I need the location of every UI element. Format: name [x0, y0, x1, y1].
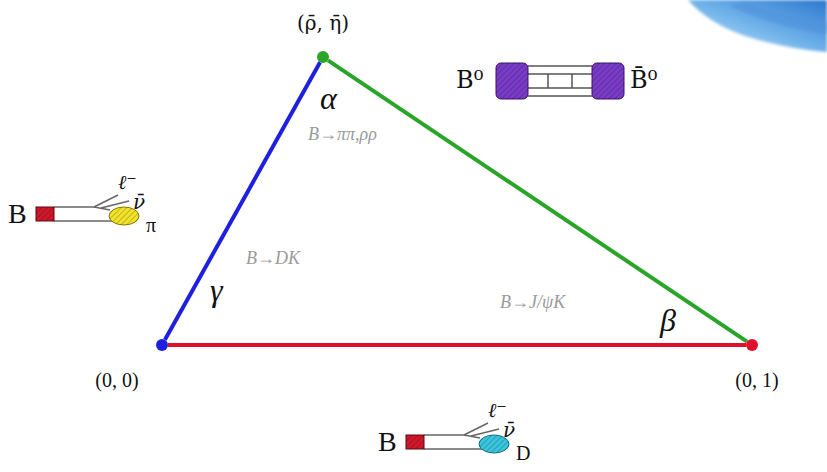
hatch	[496, 63, 528, 99]
particle-label: B	[8, 200, 27, 228]
vertex-coordinate: (ρ̄, η̄)	[297, 11, 349, 35]
particle-label: ℓ⁻	[118, 172, 137, 192]
particle-label: π	[146, 214, 156, 237]
vertex-label: (0, 0)	[95, 368, 138, 392]
particle-label: B⁰	[456, 66, 483, 94]
decay-icon	[36, 195, 139, 225]
angle-label: α	[320, 82, 337, 114]
meson-blob	[592, 63, 624, 99]
particle-label: B	[378, 426, 397, 458]
particle-label: B	[378, 428, 397, 456]
particle-label: ℓ⁻	[488, 400, 507, 420]
particle-label: B̄⁰	[630, 68, 657, 92]
triangle-side	[165, 62, 320, 340]
hatch	[36, 207, 54, 221]
particle-label: B	[8, 198, 27, 230]
box-diagram	[528, 66, 592, 96]
quark-line	[424, 435, 482, 449]
particle-label: π	[146, 215, 156, 235]
hatch	[592, 63, 624, 99]
mixing-icon	[496, 63, 624, 99]
particle-label: ℓ⁻	[118, 170, 137, 194]
angle-label: β	[660, 304, 676, 336]
vertex-label: (0, 1)	[735, 368, 778, 392]
particle-label: ν̄	[133, 192, 145, 212]
particle-label: B⁰	[456, 68, 483, 92]
particle-label: B̄⁰	[630, 66, 657, 94]
particle-label: ν̄	[503, 420, 515, 440]
vertex-dot: (ρ̄, η̄)	[317, 51, 329, 63]
particle-label: ν̄	[133, 190, 145, 214]
quark-line	[54, 207, 112, 221]
hatch	[406, 435, 424, 449]
vertex-dot: (0, 0)	[156, 339, 168, 351]
process-label: B→ππ,ρρ	[308, 124, 377, 145]
b-quark-block	[36, 207, 54, 221]
process-label: B→ππ,ρρ	[308, 125, 377, 143]
process-label: B→DK	[246, 248, 300, 269]
process-label: B→J/ψK	[500, 293, 565, 311]
vertex-label: (ρ̄, η̄)	[297, 11, 349, 35]
lepton-line	[464, 423, 499, 436]
process-label: B→J/ψK	[500, 292, 565, 313]
particle-label: D	[516, 442, 530, 465]
triangle-side	[168, 343, 746, 347]
decor-smudge	[688, 0, 827, 52]
particle-label: D	[516, 443, 530, 463]
vertex-coordinate: (0, 0)	[95, 368, 138, 392]
decay-icon	[406, 423, 509, 453]
vertex-coordinate: (0, 1)	[735, 368, 778, 392]
decor-smudge	[730, 2, 827, 34]
process-label: B→DK	[246, 249, 300, 267]
triangle-side	[328, 60, 747, 341]
b-quark-block	[406, 435, 424, 449]
angle-label: γ	[210, 274, 223, 306]
angle-label: β	[660, 302, 676, 339]
angle-label: α	[320, 80, 337, 117]
angle-label: γ	[210, 272, 223, 309]
particle-label: ν̄	[503, 418, 515, 442]
particle-label: ℓ⁻	[488, 398, 507, 422]
meson-blob	[496, 63, 528, 99]
vertex-dot: (0, 1)	[746, 339, 758, 351]
lepton-line	[94, 195, 129, 208]
